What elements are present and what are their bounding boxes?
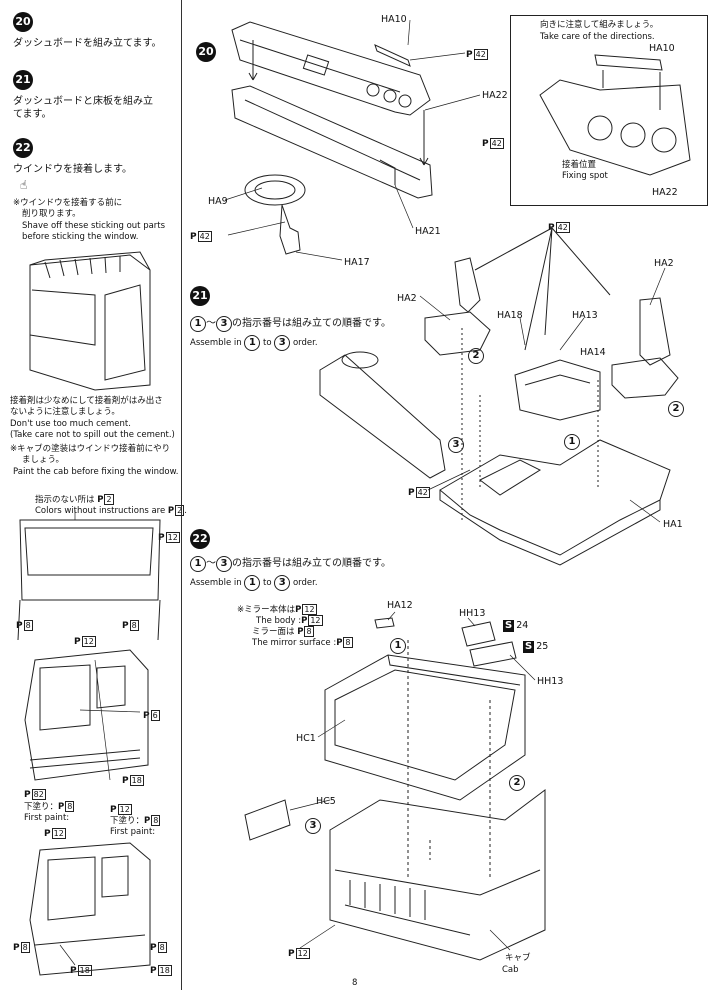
cement-en-1: Don't use too much cement.: [10, 419, 131, 429]
part-ha12: HA12: [387, 600, 413, 611]
inset-fix-en: Fixing spot: [562, 171, 608, 181]
hand-icon: ☝: [20, 178, 28, 192]
step21-order-2-left: 2: [468, 343, 484, 364]
part-ha21: HA21: [415, 226, 441, 237]
first-paint-en: First paint:: [24, 813, 70, 823]
inset-jp: 向きに注意して組みましょう。: [540, 20, 659, 30]
part-hh13-top: HH13: [459, 608, 486, 619]
page-number: 8: [352, 978, 358, 988]
part-ha2-left: HA2: [397, 293, 417, 304]
step-21-text-1: ダッシュボードと床板を組み立: [13, 96, 153, 107]
step-20-badge: 20: [13, 12, 33, 32]
step-21-text-2: てます。: [13, 109, 52, 120]
inset-en: Take care of the directions.: [540, 32, 655, 42]
step-20-text: ダッシュボードを組み立てます。: [13, 38, 162, 49]
part-hh13-bottom: HH13: [537, 676, 564, 687]
right-step-20-badge: 20: [196, 42, 216, 62]
step21-order-en: Assemble in 1 to 3 order.: [190, 335, 318, 351]
part-ha18: HA18: [497, 310, 523, 321]
cement-en-2: (Take care not to spill out the cement.): [10, 430, 175, 440]
note1-en-2: before sticking the window.: [22, 232, 139, 242]
right-step-21-badge: 21: [190, 286, 210, 306]
part-ha1: HA1: [663, 519, 683, 530]
column-divider: [181, 0, 182, 990]
first-paint-en: First paint:: [110, 827, 156, 837]
cement-jp-2: ないように注意しましょう。: [10, 407, 120, 417]
cement-jp-1: 接着剤は少なめにして接着剤がはみ出さ: [10, 396, 163, 406]
part-ha14: HA14: [580, 347, 606, 358]
step-22-text: ウインドウを接着します。: [13, 164, 132, 175]
part-hc1: HC1: [296, 733, 316, 744]
part-ha2-right: HA2: [654, 258, 674, 269]
note1-jp-2: 削り取ります。: [22, 209, 81, 219]
step21-order-1: 1: [564, 429, 580, 450]
paint-en: Paint the cab before fixing the window.: [13, 467, 179, 477]
right-step-22-badge: 22: [190, 529, 210, 549]
part-ha9: HA9: [208, 196, 228, 207]
step22-order-en: Assemble in 1 to 3 order.: [190, 575, 318, 591]
cab-jp: キャブ: [505, 953, 531, 963]
inset-ha10: HA10: [649, 43, 675, 54]
note1-jp-1: ※ウインドウを接着する前に: [13, 198, 123, 208]
step-21-badge: 21: [13, 70, 33, 90]
part-hc5: HC5: [316, 796, 336, 807]
cab-en: Cab: [502, 965, 519, 975]
note1-en-1: Shave off these sticking out parts: [22, 221, 166, 231]
left-illustrations: [17, 251, 161, 976]
direction-inset: [510, 15, 708, 206]
step21-order-2-right: 2: [668, 396, 684, 417]
inset-ha22: HA22: [652, 187, 678, 198]
step22-order-3: 3: [305, 813, 321, 834]
part-ha13: HA13: [572, 310, 598, 321]
paint-jp-2: ましょう。: [22, 455, 64, 465]
inset-fix-jp: 接着位置: [562, 160, 597, 170]
step-22-badge: 22: [13, 138, 33, 158]
step22-order-1: 1: [390, 633, 406, 654]
part-ha17: HA17: [344, 257, 370, 268]
step21-order-3: 3: [448, 432, 464, 453]
part-ha22: HA22: [482, 90, 508, 101]
part-ha10: HA10: [381, 14, 407, 25]
step22-order-2: 2: [509, 770, 525, 791]
paint-jp-1: ※キャブの塗装はウインドウ接着前にやり: [10, 444, 171, 454]
